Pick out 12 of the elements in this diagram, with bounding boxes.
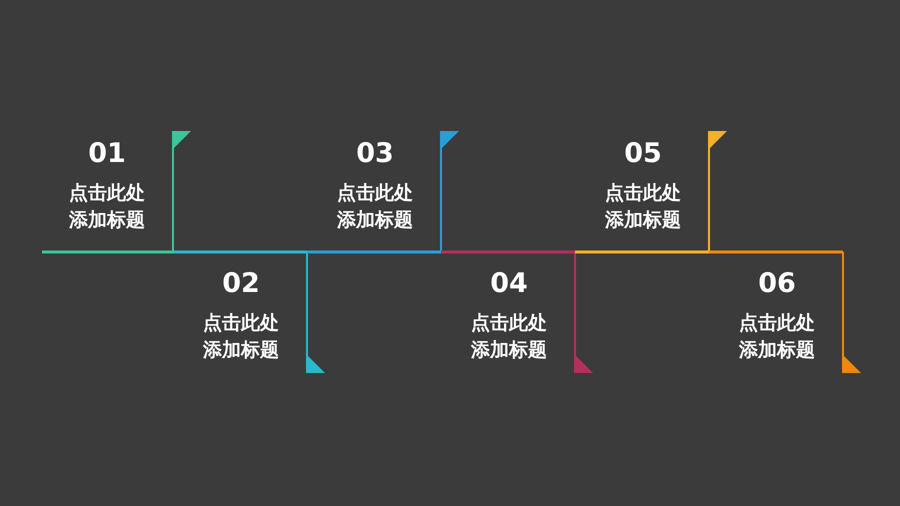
step-title: 点击此处添加标题 (738, 311, 816, 363)
step-title: 点击此处添加标题 (68, 181, 146, 233)
step-number: 03 (356, 138, 394, 170)
step-number: 06 (758, 268, 796, 300)
step-number: 01 (88, 138, 126, 170)
step-title: 点击此处添加标题 (336, 181, 414, 233)
step-number: 05 (624, 138, 662, 170)
step-title: 点击此处添加标题 (470, 311, 548, 363)
step-number: 02 (222, 268, 260, 300)
step-title: 点击此处添加标题 (202, 311, 280, 363)
step-number: 04 (490, 268, 528, 300)
step-title: 点击此处添加标题 (604, 181, 682, 233)
